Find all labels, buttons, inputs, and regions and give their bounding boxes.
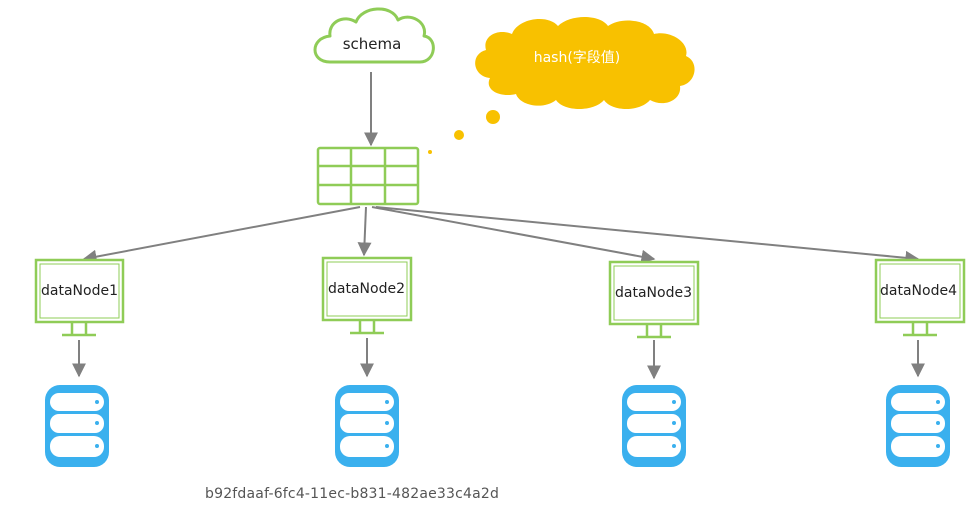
arrow-table-to-node2 (357, 206, 372, 257)
database4-icon (886, 385, 950, 467)
datanode3-label: dataNode3 (615, 285, 692, 301)
database3-icon (622, 385, 686, 467)
datanode1-monitor-icon (34, 258, 125, 337)
arrow-table-to-node3 (371, 206, 656, 264)
sharding-table-icon (316, 146, 420, 206)
database2-icon (335, 385, 399, 467)
datanode3-monitor-icon (608, 260, 700, 339)
arrow-table-to-node1 (82, 206, 361, 264)
schema-cloud-icon (313, 7, 435, 64)
hash-thought-cloud-icon (428, 17, 695, 154)
datanode1-label: dataNode1 (41, 283, 118, 299)
hash-label: hash(字段值) (533, 50, 621, 66)
datanode4-monitor-icon (874, 258, 966, 337)
datanode2-label: dataNode2 (328, 281, 405, 297)
watermark-text: b92fdaaf-6fc4-11ec-b831-482ae33c4a2d (205, 486, 500, 502)
datanode4-label: dataNode4 (880, 283, 957, 299)
schema-label: schema (342, 35, 402, 53)
arrow-table-to-node4 (375, 206, 920, 265)
database1-icon (45, 385, 109, 467)
datanode2-monitor-icon (321, 256, 413, 335)
